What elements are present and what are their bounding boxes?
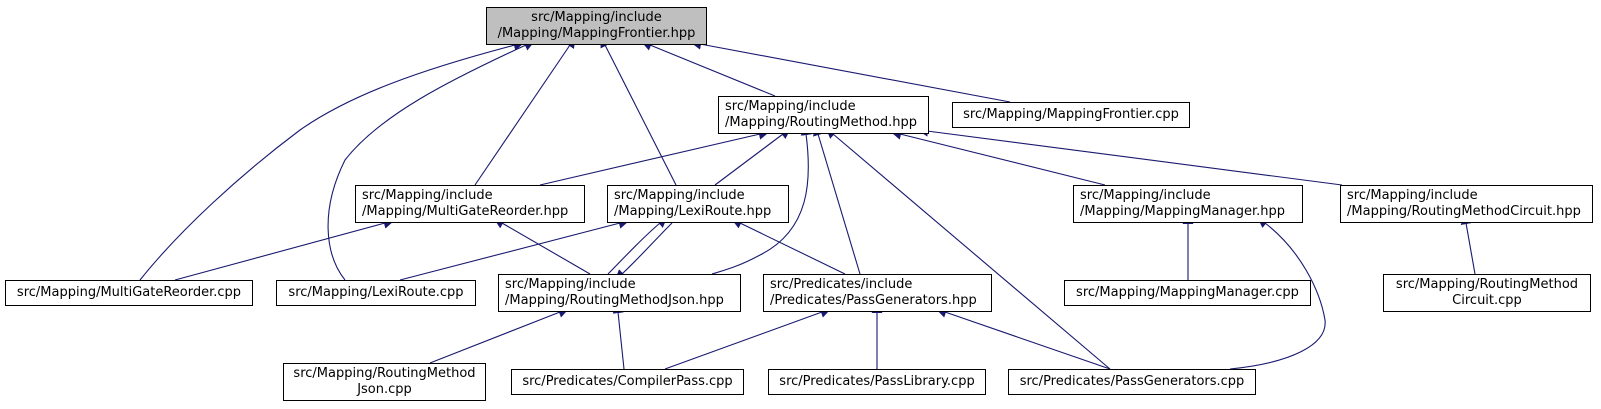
node-label-line: src/Mapping/RoutingMethod: [293, 366, 476, 381]
node-label-line: /Mapping/LexiRoute.hpp: [614, 204, 772, 219]
edge-routingmethodjson_hpp-to-lexiroute_hpp: [614, 222, 673, 281]
node-label-line: src/Mapping/include: [614, 188, 745, 203]
node-label-line: src/Mapping/RoutingMethod: [1395, 277, 1579, 292]
edge-routingmethodcircuit_hpp-to-routingmethodcircuit_cpp: [1460, 213, 1476, 275]
node-label-line: src/Predicates/PassGenerators.cpp: [1019, 374, 1245, 389]
edge-mappingfrontier_hpp-to-mappingfrontier_cpp: [690, 38, 1011, 103]
node-label-line: src/Mapping/MappingFrontier.cpp: [963, 107, 1179, 122]
node-routingmethodjson-hpp[interactable]: src/Mapping/include /Mapping/RoutingMeth…: [498, 274, 741, 312]
edge-passgenerators_hpp-to-compilerpass_cpp: [664, 307, 832, 370]
node-passlibrary-cpp[interactable]: src/Predicates/PassLibrary.cpp: [768, 369, 986, 395]
node-passgenerators-hpp[interactable]: src/Predicates/include /Predicates/PassG…: [763, 274, 992, 312]
edge-mappingfrontier_hpp-to-lexiroute_cpp: [327, 40, 535, 281]
node-label-line: /Mapping/RoutingMethodCircuit.hpp: [1347, 204, 1581, 219]
node-passgenerators-cpp[interactable]: src/Predicates/PassGenerators.cpp: [1008, 369, 1256, 395]
node-label-line: src/Mapping/include: [725, 99, 856, 114]
node-mappingmanager-cpp[interactable]: src/Mapping/MappingManager.cpp: [1064, 280, 1311, 306]
edge-passgenerators_hpp-to-passgenerators_cpp: [935, 307, 1111, 370]
node-label-line: src/Mapping/include: [1347, 188, 1478, 203]
edge-routingmethod_hpp-to-routingmethodjson_hpp: [711, 124, 812, 275]
node-label-line: src/Predicates/include: [770, 277, 913, 292]
node-compilerpass-cpp[interactable]: src/Predicates/CompilerPass.cpp: [511, 369, 744, 395]
node-routingmethodjson-cpp[interactable]: src/Mapping/RoutingMethod Json.cpp: [283, 363, 486, 401]
edge-mappingmanager_hpp-to-passgenerators_cpp: [1229, 216, 1326, 370]
node-label-line: src/Predicates/CompilerPass.cpp: [522, 374, 733, 389]
node-label-line: /Mapping/MappingFrontier.hpp: [497, 26, 696, 41]
node-mappingfrontier-cpp[interactable]: src/Mapping/MappingFrontier.cpp: [952, 102, 1190, 128]
node-label-line: /Mapping/RoutingMethodJson.hpp: [505, 293, 724, 308]
edge-lexiroute_hpp-to-lexiroute_cpp: [399, 217, 630, 281]
node-mappingmanager-hpp[interactable]: src/Mapping/include /Mapping/MappingMana…: [1073, 185, 1303, 223]
edge-routingmethod_hpp-to-passgenerators_hpp: [813, 124, 861, 275]
node-label-line: src/Mapping/include: [1080, 188, 1211, 203]
node-lexiroute-cpp[interactable]: src/Mapping/LexiRoute.cpp: [276, 280, 476, 306]
edge-mappingfrontier_hpp-to-lexiroute_hpp: [600, 36, 677, 186]
edge-routingmethod_hpp-to-multigatereorder_hpp: [539, 128, 770, 186]
node-label-line: src/Mapping/MultiGateReorder.cpp: [16, 285, 242, 300]
node-label-line: src/Mapping/include: [531, 10, 662, 25]
node-label-line: /Mapping/MultiGateReorder.hpp: [362, 204, 569, 219]
node-label-line: /Mapping/MappingManager.hpp: [1080, 204, 1286, 219]
edge-routingmethod_hpp-to-routingmethodcircuit_hpp: [917, 125, 1343, 186]
edge-routingmethod_hpp-to-mappingmanager_hpp: [890, 128, 1106, 186]
node-label-line: /Predicates/PassGenerators.hpp: [770, 293, 977, 308]
node-label-line: src/Mapping/MappingManager.cpp: [1076, 285, 1299, 300]
edge-mappingfrontier_hpp-to-routingmethod_hpp: [640, 40, 776, 97]
node-lexiroute-hpp[interactable]: src/Mapping/include /Mapping/LexiRoute.h…: [607, 185, 789, 223]
node-multigatereorder-hpp[interactable]: src/Mapping/include /Mapping/MultiGateRe…: [355, 185, 585, 223]
edge-lexiroute_hpp-to-routingmethodjson_hpp: [607, 216, 668, 275]
node-label-line: Json.cpp: [357, 382, 412, 397]
node-label-line: /Mapping/RoutingMethod.hpp: [725, 115, 918, 130]
node-routingmethodcircuit-hpp[interactable]: src/Mapping/include /Mapping/RoutingMeth…: [1340, 185, 1593, 223]
edge-routingmethod_hpp-to-passgenerators_cpp: [825, 127, 1111, 370]
edge-routingmethodjson_hpp-to-compilerpass_cpp: [612, 302, 625, 370]
edge-routingmethod_hpp-to-lexiroute_hpp: [714, 128, 791, 186]
edge-multigatereorder_hpp-to-routingmethodjson_hpp: [493, 218, 591, 275]
node-routingmethodcircuit-cpp[interactable]: src/Mapping/RoutingMethod Circuit.cpp: [1383, 274, 1591, 312]
node-label-line: src/Predicates/PassLibrary.cpp: [779, 374, 975, 389]
edge-lexiroute_hpp-to-passgenerators_hpp: [731, 218, 846, 275]
node-mappingfrontier-hpp[interactable]: src/Mapping/include /Mapping/MappingFron…: [486, 7, 707, 45]
edge-routingmethodjson_hpp-to-routingmethodjson_cpp: [429, 307, 570, 364]
node-routingmethod-hpp[interactable]: src/Mapping/include /Mapping/RoutingMeth…: [718, 96, 929, 134]
edge-mappingfrontier_hpp-to-multigatereorder_cpp: [139, 39, 525, 281]
node-label-line: src/Mapping/include: [505, 277, 636, 292]
node-multigatereorder-cpp[interactable]: src/Mapping/MultiGateReorder.cpp: [5, 280, 253, 306]
node-label-line: src/Mapping/LexiRoute.cpp: [288, 285, 464, 300]
node-label-line: Circuit.cpp: [1452, 293, 1522, 308]
edge-multigatereorder_hpp-to-multigatereorder_cpp: [174, 217, 395, 281]
node-label-line: src/Mapping/include: [362, 188, 493, 203]
edge-mappingfrontier_hpp-to-multigatereorder_hpp: [474, 36, 576, 186]
